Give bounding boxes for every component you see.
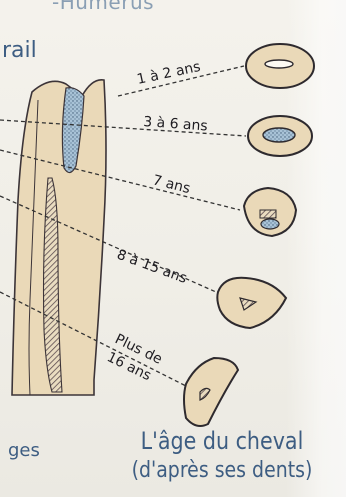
cross-section-1 — [246, 44, 314, 88]
cross-section-4 — [217, 278, 286, 328]
caption-subtitle: (d'après ses dents) — [121, 458, 324, 483]
cross-section-5 — [184, 358, 238, 426]
cross-section-2 — [248, 116, 312, 156]
cross-section-3 — [244, 188, 296, 236]
caption-title: L'âge du cheval — [121, 427, 324, 455]
age-label-2: 3 à 6 ans — [143, 114, 208, 134]
age-labels: 1 à 2 ans 3 à 6 ans 7 ans 8 à 15 ans Plu… — [104, 59, 208, 384]
age-label-4: 8 à 15 ans — [115, 247, 189, 287]
